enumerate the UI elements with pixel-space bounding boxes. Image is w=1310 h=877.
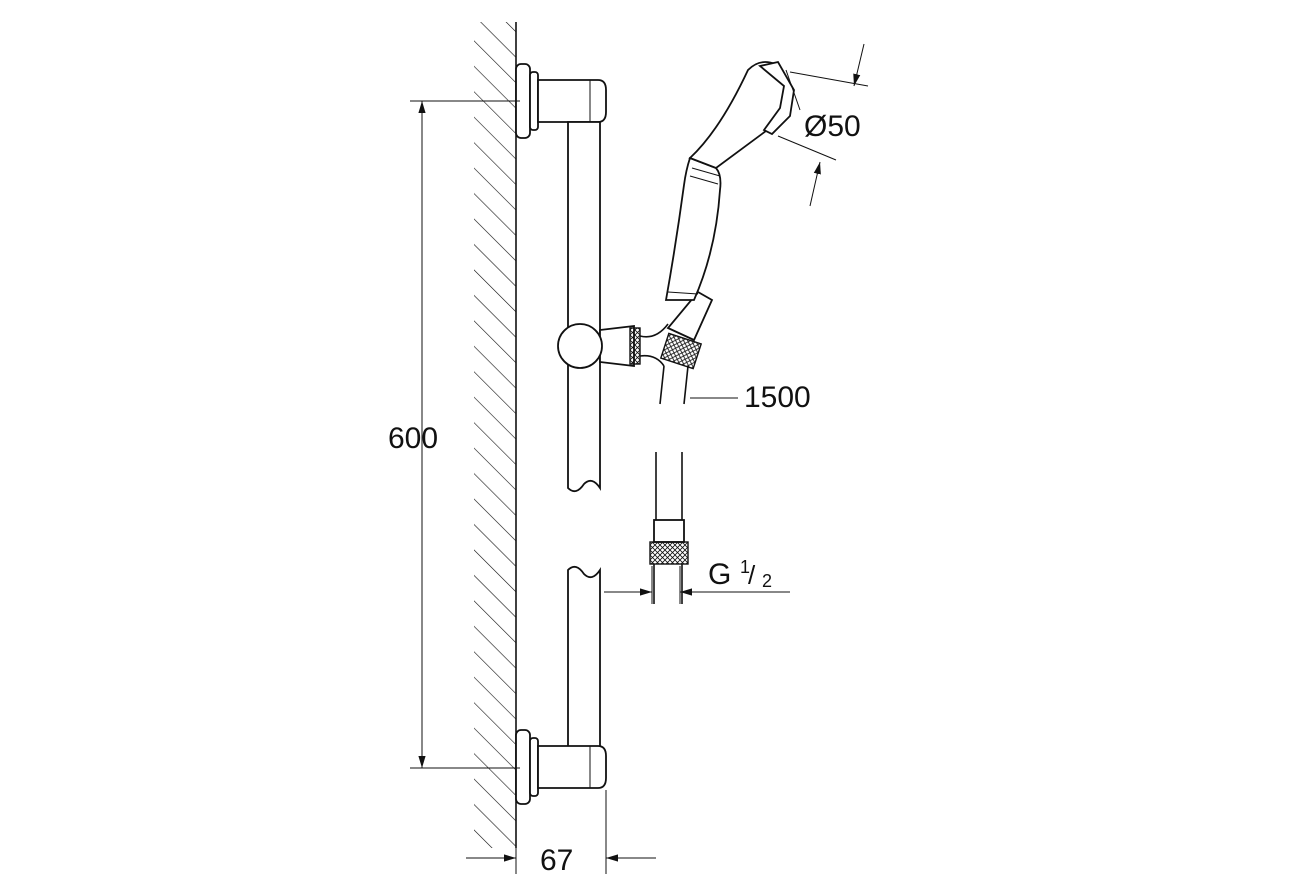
hose-length-label: 1500 bbox=[744, 381, 811, 414]
slider-holder bbox=[557, 323, 669, 369]
thread-label-slash: / bbox=[748, 560, 756, 590]
wall-section bbox=[474, 22, 517, 848]
height-dimension-label: 600 bbox=[388, 422, 439, 455]
hand-shower bbox=[659, 60, 801, 370]
rail-lower-segment bbox=[567, 565, 601, 749]
hose-top bbox=[659, 365, 689, 405]
height-dimension-lines bbox=[410, 100, 520, 769]
diameter-dimension-label: Ø50 bbox=[804, 110, 861, 143]
thread-label-numerator: 1 bbox=[740, 557, 751, 577]
diameter-dimension-lines bbox=[777, 43, 869, 207]
depth-dimension-label: 67 bbox=[540, 844, 574, 877]
hose-bottom-connector bbox=[649, 452, 689, 604]
top-wall-bracket bbox=[515, 63, 607, 139]
depth-dimension-lines bbox=[466, 790, 656, 874]
rail-upper-segment bbox=[567, 121, 601, 493]
bottom-wall-bracket bbox=[515, 729, 607, 805]
thread-label-denominator: 2 bbox=[762, 571, 773, 591]
thread-dimension-lines bbox=[604, 566, 790, 604]
thread-label-g: G bbox=[708, 558, 732, 591]
